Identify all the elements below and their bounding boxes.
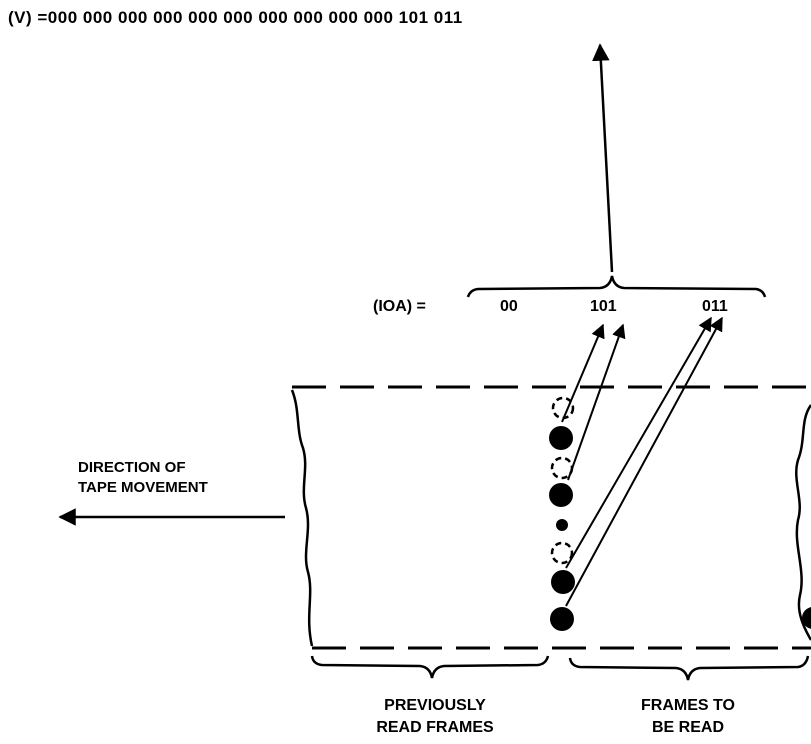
frames-to-be-read-brace	[568, 655, 810, 681]
ioa-field-2: 101	[590, 298, 617, 315]
direction-label-line-1: DIRECTION OF	[78, 459, 186, 476]
bit-arrow	[567, 323, 626, 481]
tape-left-torn-edge	[290, 389, 314, 647]
bit-arrow	[561, 323, 605, 423]
v-register-value: (V) =000 000 000 000 000 000 000 000 000…	[8, 8, 463, 27]
ioa-field-3: 011	[702, 298, 728, 315]
previously-read-line-2: READ FRAMES	[376, 719, 494, 736]
tape-hole-empty	[550, 541, 574, 565]
bit-arrow	[565, 316, 723, 607]
tape-right-torn-edge	[795, 404, 811, 641]
previously-read-brace	[310, 655, 550, 679]
tape-hole-punched	[551, 570, 575, 594]
ioa-label: (IOA) =	[373, 298, 426, 315]
frames-to-be-read-line-1: FRAMES TO	[641, 697, 735, 714]
bit-arrow	[565, 316, 712, 569]
tape-hole-partial	[802, 607, 811, 629]
ioa-field-1: 00	[500, 298, 518, 315]
transfer-arrow	[592, 43, 614, 273]
tape-hole-punched	[550, 607, 574, 631]
ioa-brace	[466, 275, 767, 298]
sprocket-hole	[556, 519, 568, 531]
tape-hole-punched	[549, 483, 573, 507]
frames-to-be-read-line-2: BE READ	[651, 719, 724, 736]
direction-label-line-2: TAPE MOVEMENT	[78, 479, 208, 496]
previously-read-label: PREVIOUSLY READ FRAMES	[360, 695, 510, 739]
frames-to-be-read-label: FRAMES TO BE READ	[618, 695, 758, 739]
direction-label: DIRECTION OF TAPE MOVEMENT	[78, 458, 208, 498]
previously-read-line-1: PREVIOUSLY	[384, 697, 486, 714]
tape-hole-punched	[549, 426, 573, 450]
